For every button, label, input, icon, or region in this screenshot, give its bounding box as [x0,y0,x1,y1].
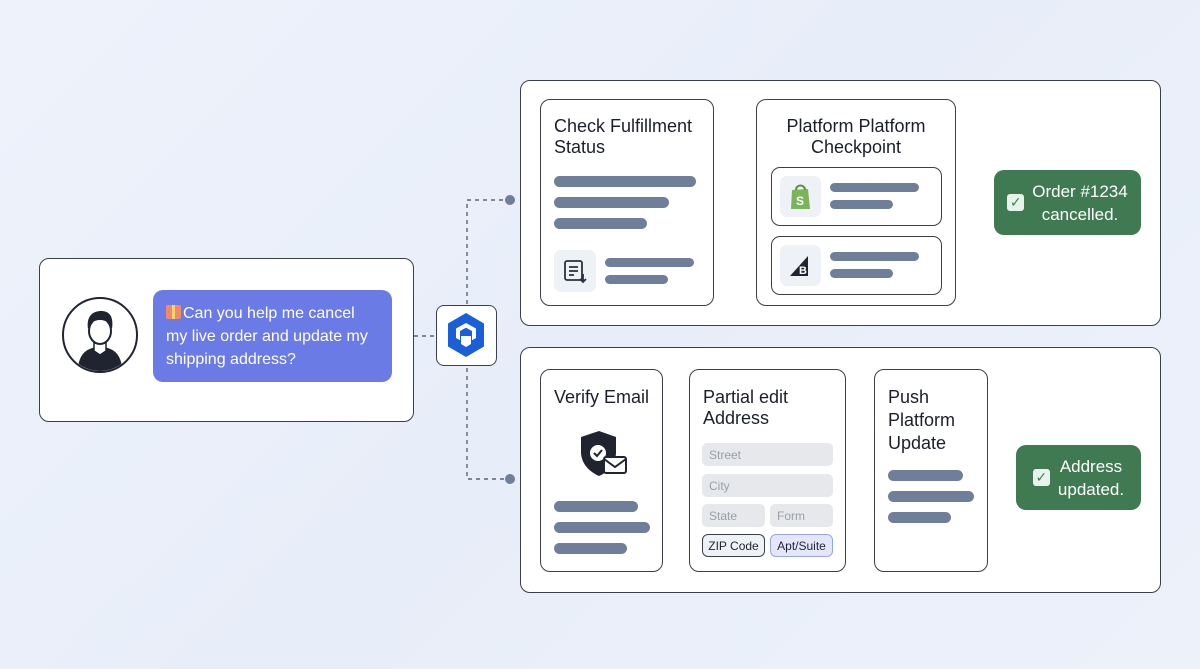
connector-dot [505,474,515,484]
placeholder-line [554,218,647,229]
svg-text:B: B [799,265,807,277]
agent-hub [436,305,497,366]
shopify-row: S [771,167,942,226]
check-fulfillment-card: Check Fulfillment Status [540,99,714,306]
checkmark-icon: ✓ [1007,194,1025,211]
address-updated-result: ✓ Address updated. [1016,445,1141,510]
partial-edit-address-card: Partial edit Address Street City State F… [689,369,846,572]
hub-logo-icon [448,313,484,357]
placeholder-line [830,183,919,192]
placeholder-line [830,252,919,261]
gift-icon [166,305,181,319]
connector-dot [505,195,515,205]
placeholder-line [605,258,694,267]
shield-mail-icon [577,428,631,482]
order-cancelled-text: Order #1234 cancelled. [1032,181,1128,224]
verify-email-title: Verify Email [554,387,650,407]
placeholder-line [888,491,974,502]
street-field: Street [702,443,833,466]
address-updated-text: Address updated. [1057,456,1125,499]
user-message-text: Can you help me cancel my live order and… [166,305,368,368]
apt-suite-chip: Apt/Suite [770,534,833,557]
partial-edit-address-title: Partial edit Address [703,387,789,428]
document-list-icon [554,250,596,292]
placeholder-line [554,197,669,208]
avatar [62,297,138,373]
platform-checkpoint-title: Platform Platform Checkpoint [786,116,926,157]
placeholder-line [554,543,627,554]
svg-text:S: S [796,194,804,208]
check-fulfillment-title: Check Fulfillment Status [554,116,693,157]
push-platform-update-title: Push Platform Update [888,387,956,453]
placeholder-line [830,200,893,209]
bigcommerce-row: B [771,236,942,295]
bigcommerce-icon: B [780,245,821,286]
chat-bubble: Can you help me cancel my live order and… [153,290,392,382]
order-cancelled-result: ✓ Order #1234 cancelled. [994,170,1141,235]
push-platform-update-card: Push Platform Update [874,369,988,572]
verify-email-card: Verify Email [540,369,663,572]
placeholder-line [888,470,963,481]
shopify-icon: S [780,176,821,217]
placeholder-line [888,512,951,523]
checkmark-icon: ✓ [1032,469,1050,486]
state-field: State [702,504,765,527]
placeholder-line [554,176,696,187]
placeholder-line [605,275,668,284]
placeholder-line [830,269,893,278]
placeholder-line [554,522,650,533]
placeholder-line [554,501,638,512]
user-message-card: Can you help me cancel my live order and… [39,258,414,422]
city-field: City [702,474,833,497]
zip-code-chip: ZIP Code [702,534,765,557]
platform-checkpoint-card: Platform Platform Checkpoint S B [756,99,956,306]
form-field: Form [770,504,833,527]
